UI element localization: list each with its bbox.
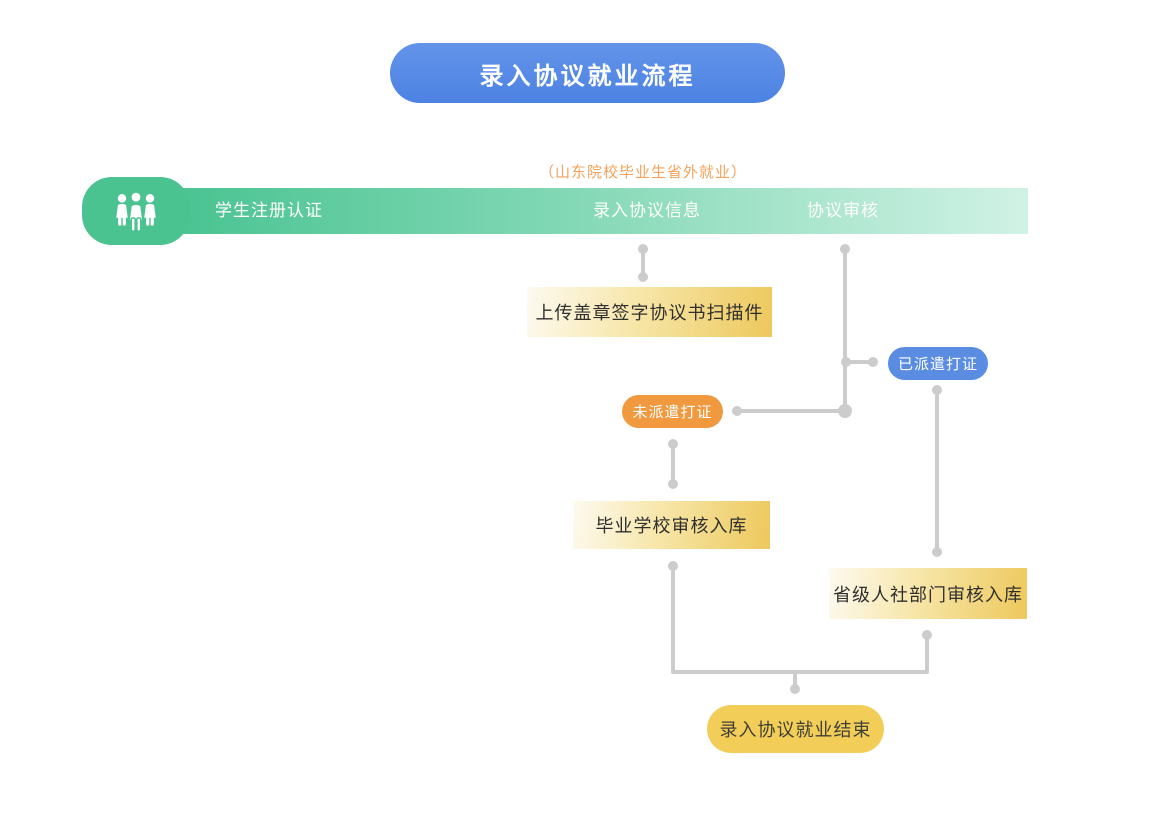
stage-student-register: 学生注册认证 (215, 201, 323, 220)
connector-provincial-line (935, 390, 939, 552)
connector-finish-dot (790, 684, 800, 694)
connector-upload-line (641, 249, 645, 277)
connector-converge-right-line (925, 635, 929, 672)
connector-school-dot-bottom (668, 479, 678, 489)
people-bubble (82, 177, 190, 245)
node-provincial-review: 省级人社部门审核入库 (829, 568, 1027, 619)
connector-provincial-dot-top (932, 385, 942, 395)
connector-upload-dot-top (638, 244, 648, 254)
stage-bar (130, 188, 1028, 234)
connector-review-junction-dot (838, 404, 852, 418)
page-title-label: 录入协议就业流程 (479, 62, 696, 90)
connector-not-dispatched-dot (732, 406, 742, 416)
connector-not-dispatched-line (737, 409, 845, 413)
caption-note: （山东院校毕业生省外就业） (538, 164, 748, 181)
connector-upload-dot-bottom (638, 272, 648, 282)
node-school-review: 毕业学校审核入库 (573, 501, 770, 549)
stage-agreement-review: 协议审核 (807, 201, 879, 220)
connector-provincial-dot-bottom (932, 547, 942, 557)
node-upload-scan: 上传盖章签字协议书扫描件 (527, 287, 772, 337)
connector-finish-stub (793, 672, 797, 686)
node-not-dispatched: 未派遣打证 (622, 395, 723, 428)
stage-enter-agreement: 录入协议信息 (593, 201, 701, 220)
connector-converge-left-line (671, 566, 675, 672)
node-finish: 录入协议就业结束 (707, 705, 884, 753)
connector-dispatched-dot-right (868, 357, 878, 367)
connector-dispatched-dot-left (841, 357, 851, 367)
node-dispatched: 已派遣打证 (888, 347, 988, 380)
connector-converge-horizontal (671, 670, 929, 674)
connector-dispatched-line (845, 360, 873, 364)
connector-review-trunk (843, 249, 847, 411)
connector-school-dot-top (668, 439, 678, 449)
people-icon (116, 191, 156, 231)
connector-school-line (671, 444, 675, 484)
page-title: 录入协议就业流程 (390, 43, 785, 103)
